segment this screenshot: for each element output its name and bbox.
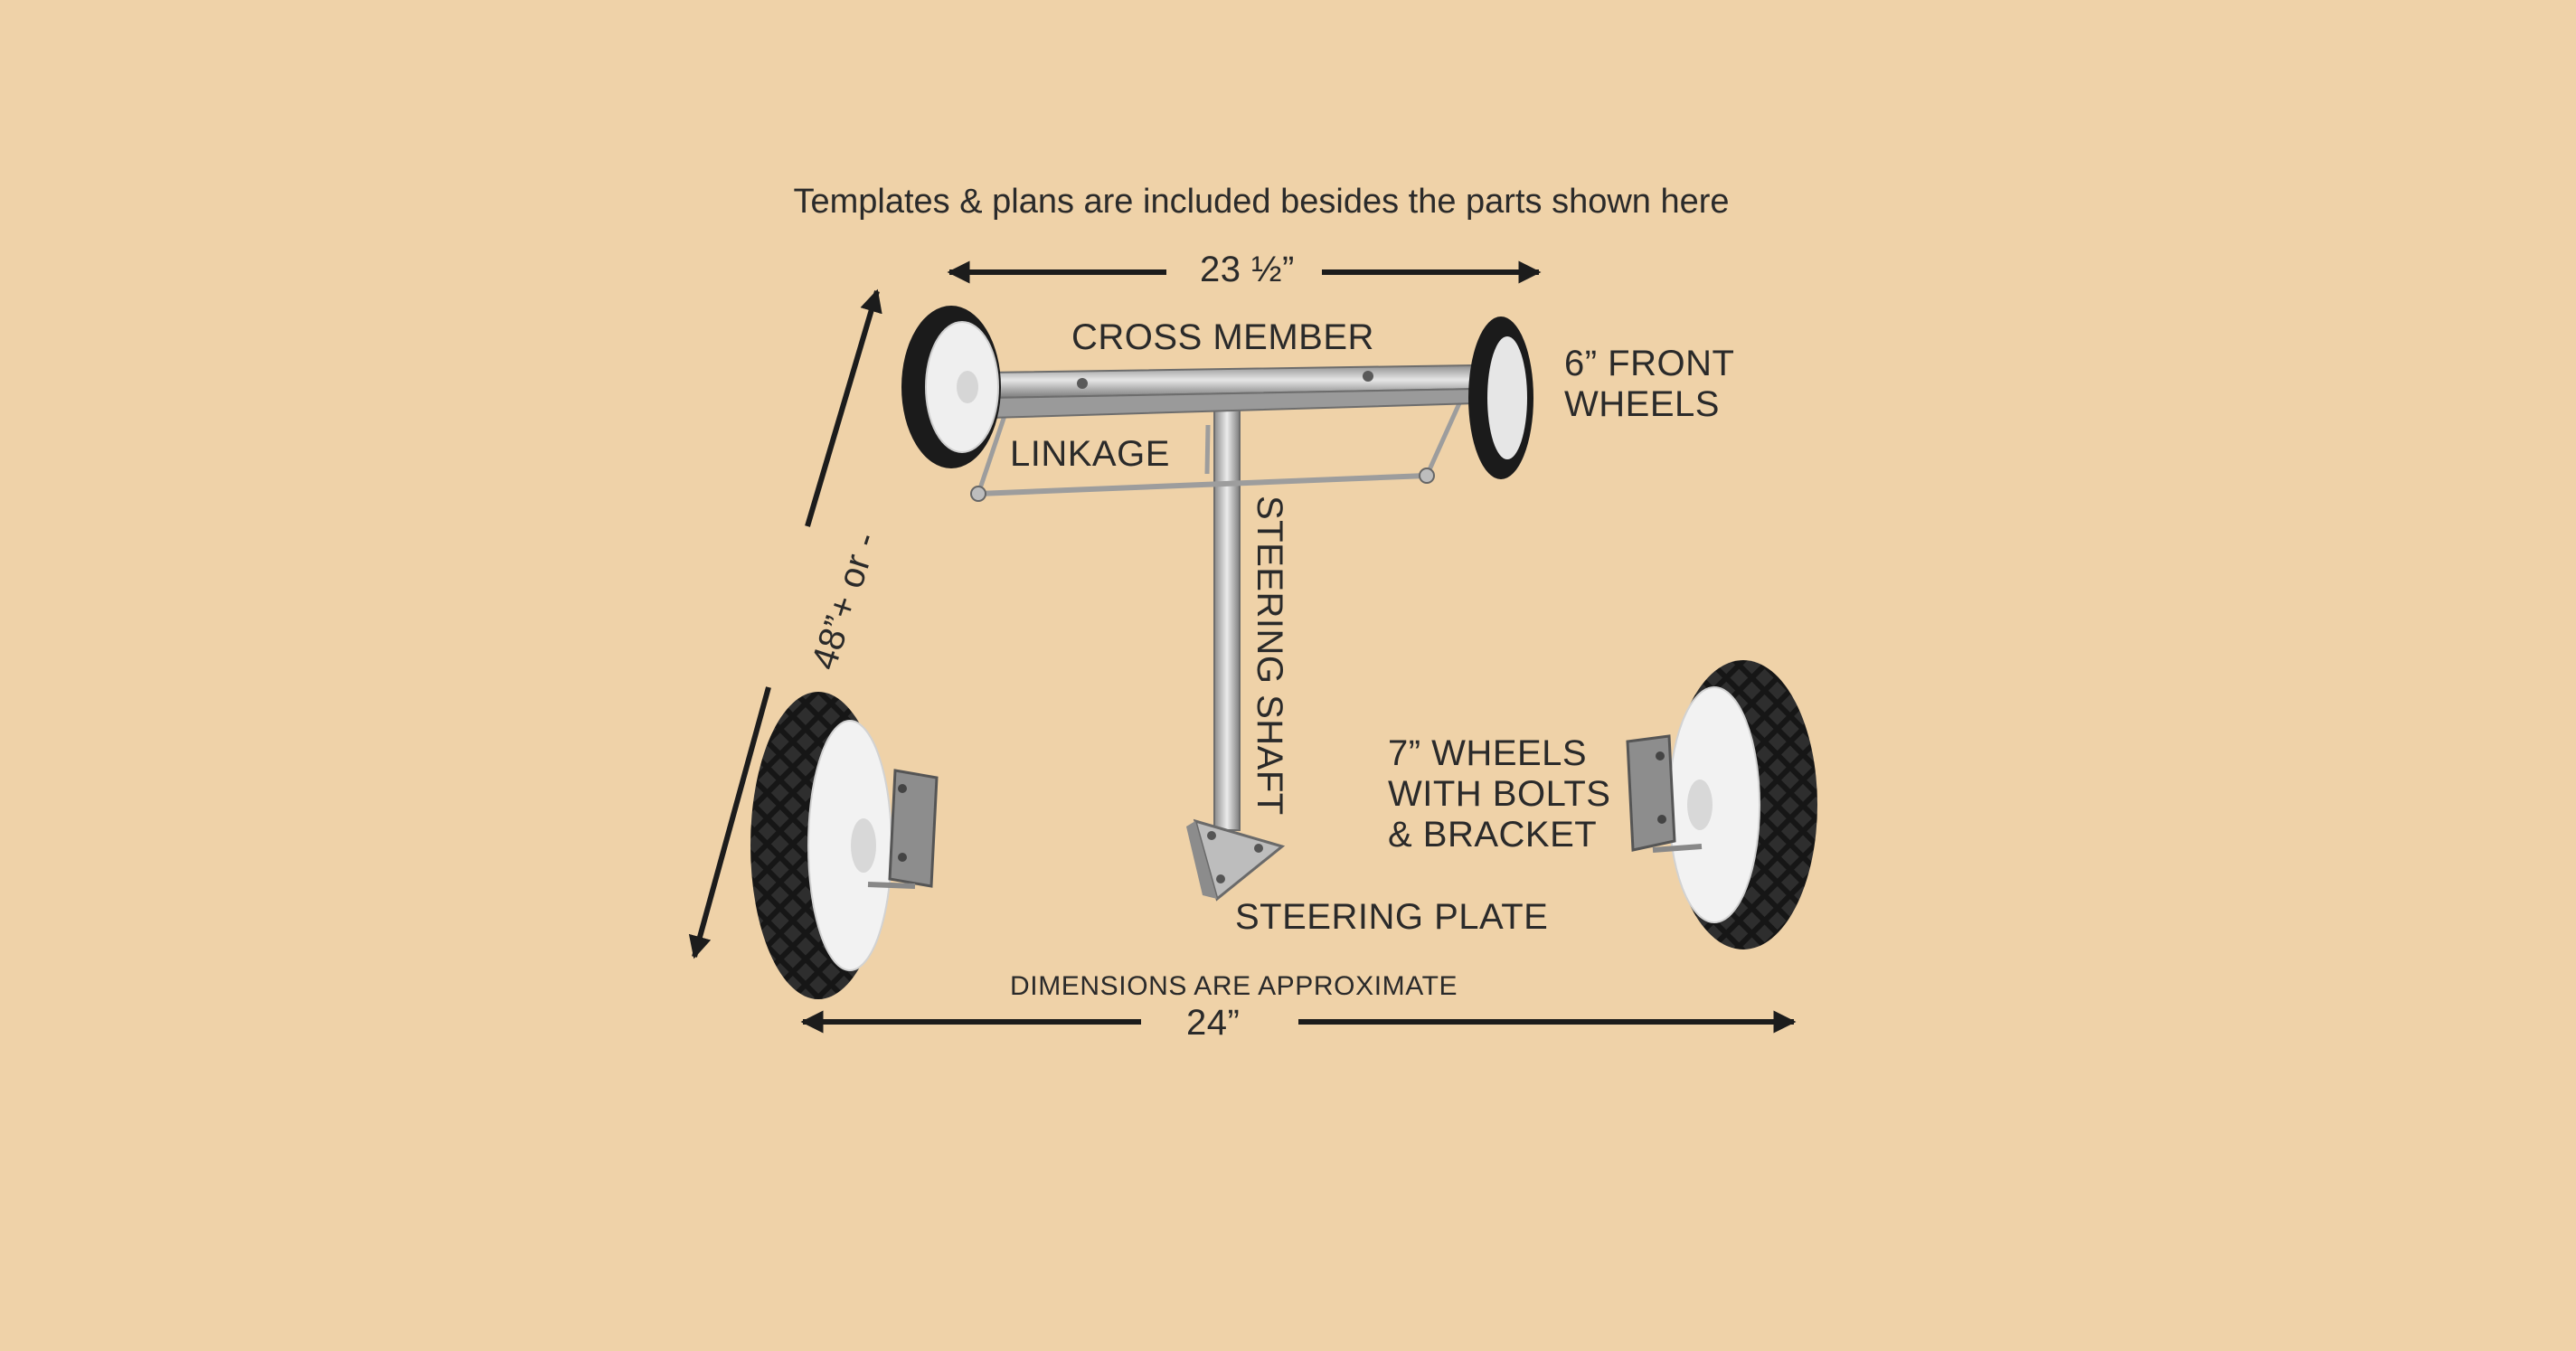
steering-plate-label: STEERING PLATE — [1235, 897, 1549, 937]
cross-member-part — [984, 364, 1479, 420]
rear-left-wheel — [750, 692, 939, 999]
linkage-part — [970, 399, 1462, 502]
front-right-wheel — [1468, 316, 1533, 479]
rear-right-wheel — [1626, 660, 1817, 949]
steering-shaft-part — [1213, 388, 1241, 831]
front-left-wheel — [901, 306, 1001, 468]
side-length-arrow-up — [805, 288, 882, 527]
linkage-label: LINKAGE — [1010, 434, 1170, 474]
bottom-width-label: 24” — [1186, 1003, 1241, 1043]
approximate-dimensions-note: DIMENSIONS ARE APPROXIMATE — [1010, 971, 1458, 1001]
rear-wheels-label: 7” WHEELS WITH BOLTS & BRACKET — [1388, 733, 1611, 855]
front-wheels-label: 6” FRONT WHEELS — [1564, 344, 1735, 425]
steering-plate-part — [1186, 818, 1286, 902]
side-length-arrow-down — [688, 686, 771, 959]
plans-included-note: Templates & plans are included besides t… — [793, 183, 1730, 221]
dimension-arrows — [688, 260, 1797, 1034]
top-width-label: 23 ½” — [1200, 250, 1295, 289]
cross-member-label: CROSS MEMBER — [1071, 317, 1374, 357]
steering-shaft-label: STEERING SHAFT — [1250, 496, 1289, 816]
